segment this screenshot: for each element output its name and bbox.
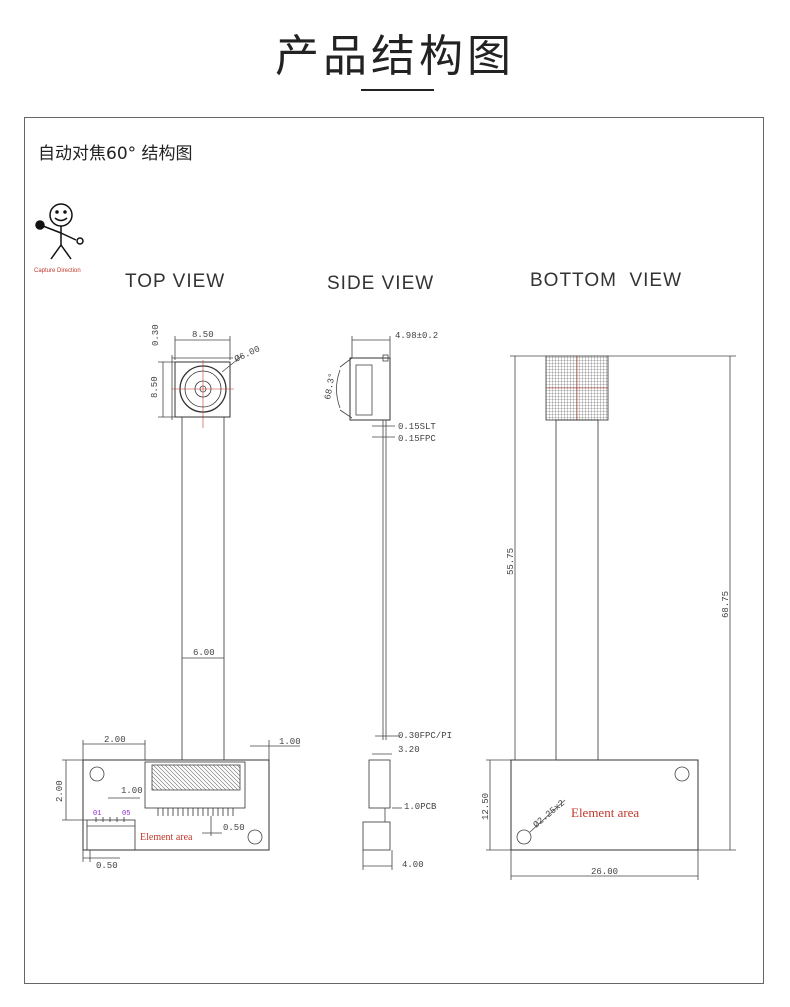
dim-lens-diameter: Ø6.00 (233, 344, 262, 364)
dim-8-50-height: 8.50 (150, 376, 160, 398)
bottom-view-drawing (486, 355, 736, 880)
dim-12-50: 12.50 (481, 793, 491, 820)
side-view-label: SIDE VIEW (327, 273, 435, 294)
dim-side-width: 4.98±0.2 (395, 331, 438, 341)
bottom-element-area-label: Element area (571, 805, 639, 820)
bottom-view-dimensions: 55.75 68.75 12.50 26.00 Ø2.25x2 Element … (481, 548, 731, 877)
dim-0-15-slt: 0.15SLT (398, 422, 436, 432)
dim-0-15-fpc: 0.15FPC (398, 434, 436, 444)
pin-05-label: 05 (122, 810, 130, 818)
dim-1-00-pin: 1.00 (121, 786, 143, 796)
side-view-drawing (336, 336, 402, 870)
dim-0-30-fpc-pi: 0.30FPC/PI (398, 731, 452, 741)
capture-direction-icon (35, 203, 84, 260)
top-view-label: TOP VIEW (125, 271, 226, 292)
title-underline (361, 89, 434, 91)
top-element-area-label: Element area (140, 832, 193, 843)
diagram-subtitle: 自动对焦60° 结构图 (38, 144, 193, 164)
diagram-frame (24, 117, 764, 984)
dim-68-75: 68.75 (721, 591, 731, 618)
dim-0-30: 0.30 (151, 324, 161, 346)
dim-6-00: 6.00 (193, 648, 215, 658)
dim-4-00: 4.00 (402, 860, 424, 870)
side-view-dimensions: 4.98±0.2 68.3° 0.15SLT 0.15FPC 0.30FPC/P… (323, 331, 452, 870)
dim-1-00-top: 1.00 (279, 737, 301, 747)
dim-0-50-connector: 0.50 (223, 823, 245, 833)
dim-2-00: 2.00 (104, 735, 126, 745)
bottom-view-label: BOTTOM VIEW (530, 270, 683, 291)
capture-direction-label: Capture Direction (34, 268, 81, 274)
dim-3-20: 3.20 (398, 745, 420, 755)
dim-8-50-width: 8.50 (192, 330, 214, 340)
dim-55-75: 55.75 (506, 548, 516, 575)
dim-0-50-board: 0.50 (96, 861, 118, 871)
dim-hole-diameter: Ø2.25x2 (532, 798, 567, 830)
dim-2-00-vertical: 2.00 (55, 780, 65, 802)
pin-01-label: 01 (93, 810, 101, 818)
dim-26-00: 26.00 (591, 867, 618, 877)
top-view-drawing (62, 336, 300, 862)
dim-field-of-view: 68.3° (323, 372, 338, 400)
page-title: 产品结构图 (275, 31, 515, 82)
dim-1-0-pcb: 1.0PCB (404, 802, 437, 812)
